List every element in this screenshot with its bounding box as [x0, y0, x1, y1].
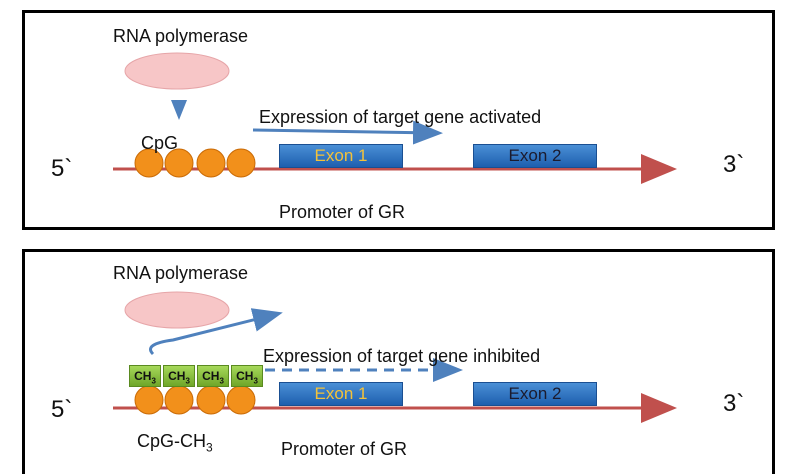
- rna-polymerase-label: RNA polymerase: [113, 263, 249, 283]
- cpg-site: [226, 385, 256, 415]
- rna-polymerase-shape: [124, 291, 230, 329]
- exon-2-label: Exon 2: [508, 146, 562, 165]
- rna-polymerase-shape: [124, 52, 230, 90]
- exon-1-label: Exon 1: [314, 146, 368, 165]
- exon-2-box: Exon 2: [473, 144, 597, 168]
- expression-activated-arrow: [252, 120, 443, 145]
- cpg-site: [226, 148, 256, 178]
- cpg-ch3-label: CpG-CH3: [137, 431, 213, 455]
- exon-1-label: Exon 1: [314, 384, 368, 403]
- methyl-group: CH3: [129, 365, 161, 387]
- cpg-site: [134, 148, 164, 178]
- inhibited-panel: RNA polymerase CH3 CH3 CH3 CH3 Expressio…: [22, 249, 775, 474]
- activated-diagram-graphics: [113, 52, 677, 184]
- activated-panel: RNA polymerase CpG Expression of target …: [22, 10, 775, 230]
- methyl-group: CH3: [231, 365, 263, 387]
- methyl-group: CH3: [197, 365, 229, 387]
- five-prime-label: 5`: [51, 155, 73, 182]
- three-prime-label: 3`: [723, 390, 745, 417]
- exon-1-box: Exon 1: [279, 382, 403, 406]
- cpg-site: [196, 148, 226, 178]
- promoter-label: Promoter of GR: [281, 439, 408, 459]
- three-prime-label: 3`: [723, 151, 745, 178]
- promoter-label: Promoter of GR: [279, 202, 406, 222]
- cpg-site: [164, 148, 194, 178]
- exon-2-label: Exon 2: [508, 384, 562, 403]
- exon-2-box: Exon 2: [473, 382, 597, 406]
- methyl-group: CH3: [163, 365, 195, 387]
- polymerase-blocked-arrow: [149, 308, 283, 356]
- cpg-site: [196, 385, 226, 415]
- expression-inhibited-label: Expression of target gene inhibited: [263, 346, 541, 366]
- methyl-groups: CH3 CH3 CH3 CH3: [129, 365, 269, 387]
- cpg-sites: [134, 385, 256, 415]
- cpg-label: CpG: [141, 133, 179, 153]
- exon-1-box: Exon 1: [279, 144, 403, 168]
- cpg-site: [134, 385, 164, 415]
- cpg-sites: [134, 148, 256, 178]
- expression-activated-label: Expression of target gene activated: [259, 107, 542, 127]
- cpg-site: [164, 385, 194, 415]
- rna-polymerase-label: RNA polymerase: [113, 26, 249, 46]
- five-prime-label: 5`: [51, 396, 73, 423]
- inhibited-diagram-graphics: [113, 291, 677, 423]
